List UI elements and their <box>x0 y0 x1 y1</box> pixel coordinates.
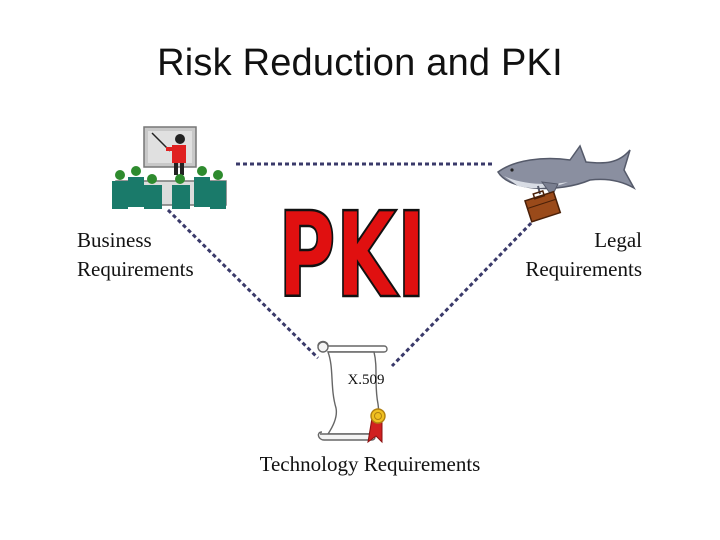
legal-label-line1: Legal <box>594 228 642 252</box>
business-label-line2: Requirements <box>77 257 194 281</box>
legal-label-line2: Requirements <box>525 257 642 281</box>
meeting-presentation-icon <box>112 126 227 209</box>
shark-with-briefcase-icon <box>497 144 636 223</box>
slide-title: Risk Reduction and PKI <box>157 42 563 84</box>
certificate-scroll-text: X.509 <box>347 372 385 388</box>
business-requirements-label: Business Requirements <box>77 226 227 284</box>
pki-center-mark: PKI <box>277 196 428 304</box>
certificate-scroll-icon <box>317 340 388 444</box>
pki-center-text: PKI <box>278 196 426 304</box>
business-label-line1: Business <box>77 228 152 252</box>
technology-requirements-label: Technology Requirements <box>259 452 481 476</box>
connector-business-technology <box>166 208 320 360</box>
legal-requirements-label: Legal Requirements <box>480 226 642 284</box>
